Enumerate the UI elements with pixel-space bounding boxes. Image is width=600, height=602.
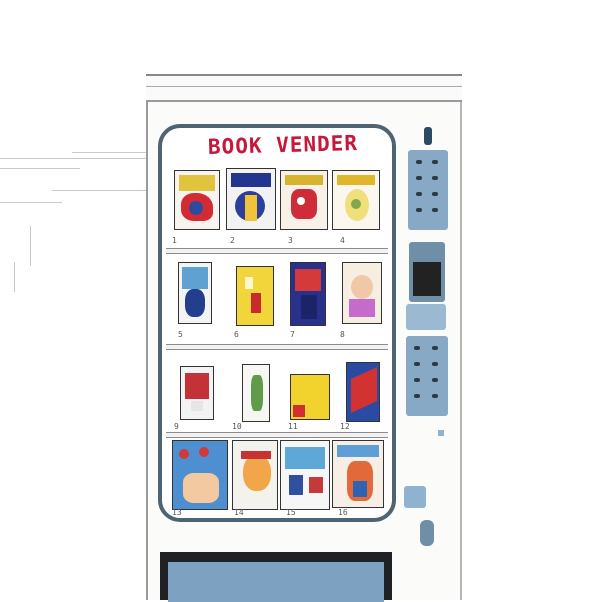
slot-number: 13: [172, 508, 182, 517]
book-slot-16[interactable]: [332, 440, 384, 508]
slot-number: 7: [290, 330, 295, 339]
pickup-door[interactable]: [160, 552, 392, 602]
indicator-mark: [438, 430, 444, 436]
slot-number: 2: [230, 236, 235, 245]
book-slot-5[interactable]: [178, 262, 212, 324]
book-slot-7[interactable]: [290, 262, 326, 326]
selection-keypad-bottom[interactable]: [406, 336, 448, 416]
machine-title: BOOK VENDER: [207, 131, 359, 159]
book-slot-4[interactable]: [332, 170, 380, 230]
book-slot-13[interactable]: [172, 440, 228, 510]
slot-number: 8: [340, 330, 345, 339]
pickup-door-window: [168, 562, 384, 602]
slot-number: 12: [340, 422, 350, 431]
coin-return-lever[interactable]: [420, 520, 434, 546]
book-slot-3[interactable]: [280, 170, 328, 230]
slot-number: 9: [174, 422, 179, 431]
shelf-3: [166, 432, 388, 438]
slot-number: 15: [286, 508, 296, 517]
book-slot-8[interactable]: [342, 262, 382, 324]
book-slot-15[interactable]: [280, 440, 330, 510]
book-slot-2[interactable]: [226, 168, 276, 230]
shelf-2: [166, 344, 388, 350]
book-slot-10[interactable]: [242, 364, 270, 422]
slot-number: 5: [178, 330, 183, 339]
cabinet-top-band: [146, 74, 462, 102]
payment-display: [413, 262, 441, 296]
status-light-icon: [424, 127, 432, 145]
shelf-4-labels: 13 14 15 16: [172, 508, 382, 518]
shelf-3-labels: 9 10 11 12: [172, 422, 382, 432]
book-slot-1[interactable]: [174, 170, 220, 230]
book-slot-6[interactable]: [236, 266, 274, 326]
book-slot-14[interactable]: [232, 440, 278, 510]
slot-number: 11: [288, 422, 298, 431]
coin-return-button[interactable]: [404, 486, 426, 508]
slot-number: 3: [288, 236, 293, 245]
shelf-2-labels: 5 6 7 8: [172, 330, 382, 340]
slot-number: 14: [234, 508, 244, 517]
selection-keypad-top[interactable]: [408, 150, 448, 230]
shelf-1: [166, 248, 388, 254]
slot-number: 16: [338, 508, 348, 517]
book-slot-9[interactable]: [180, 366, 214, 420]
shelf-1-labels: 1 2 3 4: [172, 236, 382, 246]
card-reader[interactable]: [406, 304, 446, 330]
book-slot-12[interactable]: [346, 362, 380, 422]
slot-number: 10: [232, 422, 242, 431]
slot-number: 1: [172, 236, 177, 245]
book-slot-11[interactable]: [290, 374, 330, 420]
slot-number: 6: [234, 330, 239, 339]
slot-number: 4: [340, 236, 345, 245]
